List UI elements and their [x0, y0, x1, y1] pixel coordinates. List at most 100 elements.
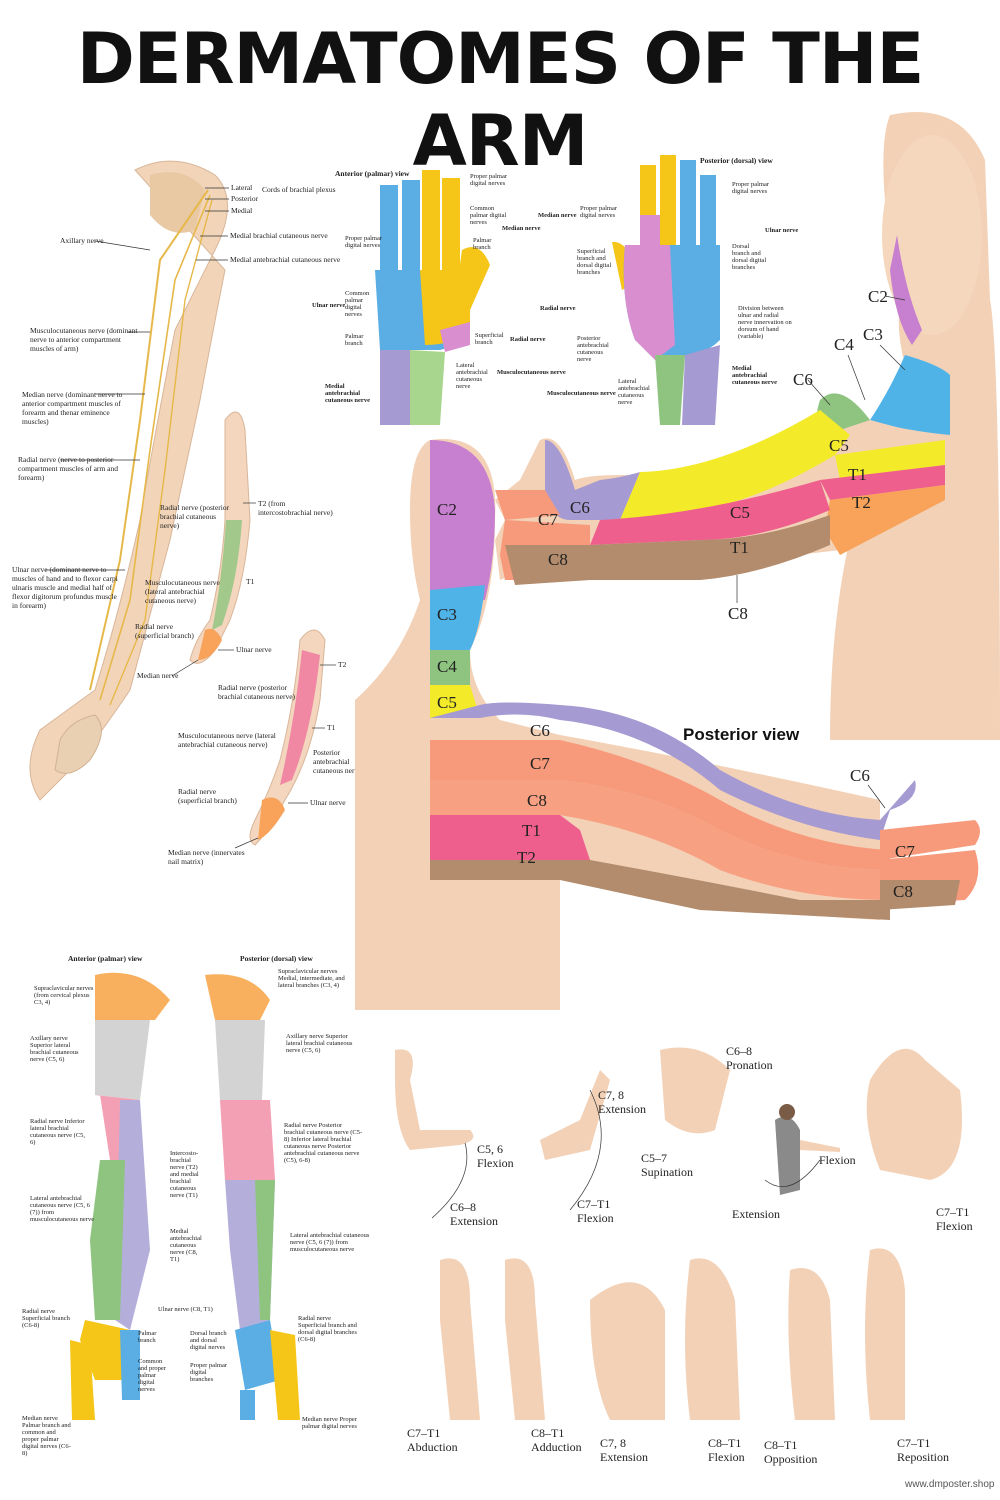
- limb-label-proper-palmar: Proper palmar digital branches: [190, 1362, 228, 1383]
- limb-label-radial-sup: Radial nerve Superficial branch (C6-8): [22, 1308, 70, 1329]
- hlabel-radial-nerve: Radial nerve: [510, 336, 546, 343]
- hplabel-ulnar-proper: Proper palmar digital nerves: [732, 181, 770, 195]
- limb-posterior-title: Posterior (dorsal) view: [240, 954, 313, 963]
- mov-9-segment: C7–T1: [936, 1205, 969, 1219]
- post-seg-c2: C2: [437, 500, 457, 519]
- label-t1: T1: [246, 577, 255, 586]
- mov-4-segment: C7–T1: [577, 1197, 610, 1211]
- label-axillary-nerve: Axillary nerve: [60, 236, 104, 245]
- hplabel-proper-palmar: Proper palmar digital nerves: [580, 205, 618, 219]
- post-seg-c8-hand: C8: [893, 882, 913, 901]
- hplabel-division: Division between ulnar and radial nerve …: [738, 305, 792, 340]
- limb-label-radial-sup-r: Radial nerve Superficial branch and dors…: [298, 1315, 357, 1343]
- hlabel-ulnar-common: Common palmar digital nerves: [345, 290, 370, 318]
- label-posterior-antebrachial: Posterior antebrachial cutaneous nerve: [313, 748, 362, 775]
- mov-3-segment: C7, 8: [598, 1088, 624, 1102]
- label-musculocutaneous-lateral: Musculocutaneous nerve (lateral antebrac…: [145, 578, 220, 605]
- hlabel-musculocutaneous: Musculocutaneous nerve: [497, 369, 566, 376]
- limb-label-lat-ante: Lateral antebrachial cutaneous nerve (C5…: [30, 1195, 95, 1223]
- mov-6-action: Supination: [641, 1165, 693, 1179]
- mov-12-segment: C7, 8: [600, 1436, 626, 1450]
- label-ulnar-nerve-forearm: Ulnar nerve: [236, 645, 272, 654]
- limb-label-lat-ante-r: Lateral antebrachial cutaneous nerve (C5…: [290, 1232, 370, 1253]
- hlabel-palmar-branch: Palmar branch: [473, 237, 492, 251]
- mov-15-action: Reposition: [897, 1450, 949, 1464]
- label-t2-posterior: T2: [338, 660, 347, 669]
- mov-1-segment: C5, 6: [477, 1142, 503, 1156]
- hplabel-dorsal-branch: Dorsal branch and dorsal digital branche…: [732, 243, 767, 271]
- ant-seg-c2: C2: [868, 287, 888, 306]
- ant-seg-c4: C4: [834, 335, 854, 354]
- mov-2-action: Extension: [450, 1214, 498, 1228]
- label-radial-superficial: Radial nerve (superficial branch): [135, 622, 194, 640]
- hplabel-ulnar-nerve: Ulnar nerve: [765, 227, 798, 234]
- hplabel-musculocutaneous: Musculocutaneous nerve: [547, 390, 616, 397]
- mov-14-action: Opposition: [764, 1452, 817, 1466]
- hand-posterior-illustration: [612, 155, 720, 425]
- mov-10-segment: C7–T1: [407, 1426, 440, 1440]
- anterior-body-figure: [495, 112, 1000, 740]
- mov-3-action: Extension: [598, 1102, 646, 1116]
- plexus-arm-illustration: [29, 160, 228, 801]
- hlabel-ulnar-nerve: Ulnar nerve: [312, 302, 345, 309]
- ant-seg-c3: C3: [863, 325, 883, 344]
- hlabel-superficial-branch: Superficial branch: [475, 332, 504, 346]
- limb-label-supraclav-r: Supraclavicular nerves Medial, intermedi…: [278, 968, 345, 989]
- limb-label-medial-ante: Medial antebrachial cutaneous nerve (C8,…: [170, 1228, 202, 1263]
- label-ulnar-nerve: Ulnar nerve (dominant nerve to muscles o…: [12, 565, 118, 610]
- limb-label-intercosto: Intercosto-brachial nerve (T2) and media…: [170, 1150, 199, 1199]
- limb-label-common-proper: Common and proper palmar digital nerves: [138, 1358, 166, 1393]
- hplabel-median-nerve: Median nerve: [538, 212, 577, 219]
- label-posterior-cord: Posterior: [231, 194, 259, 203]
- hplabel-superficial-dorsal: Superficial branch and dorsal digital br…: [577, 248, 612, 276]
- hlabel-median-nerve: Median nerve: [502, 225, 541, 232]
- mov-11-action: Adduction: [531, 1440, 582, 1454]
- hplabel-medial-antebrachial: Medial antebrachial cutaneous nerve: [732, 365, 777, 385]
- label-musculocutaneous-lateral-2: Musculocutaneous nerve (lateral antebrac…: [178, 731, 276, 749]
- label-medial-antebrachial: Medial antebrachial cutaneous nerve: [230, 255, 341, 264]
- label-median-nerve-forearm: Median nerve: [137, 671, 179, 680]
- label-radial-posterior-2: Radial nerve (posterior brachial cutaneo…: [218, 683, 296, 701]
- label-medial-cord: Medial: [231, 206, 252, 215]
- ant-seg-c8-hand: C8: [548, 550, 568, 569]
- mov-12-action: Extension: [600, 1450, 648, 1464]
- label-lateral-cord: Lateral: [231, 183, 252, 192]
- limb-label-radial-post-r: Radial nerve Posterior brachial cutaneou…: [284, 1122, 363, 1164]
- forearm-posterior-illustration: [249, 629, 326, 846]
- mov-15-segment: C7–T1: [897, 1436, 930, 1450]
- hlabel-ulnar-palmar: Palmar branch: [345, 333, 364, 347]
- forearm-anterior-illustration: [189, 411, 251, 664]
- limb-label-axillary: Axillary nerve Superior lateral brachial…: [30, 1035, 79, 1063]
- ant-seg-c6: C6: [793, 370, 813, 389]
- label-t2-intercostobrachial: T2 (from intercostobrachial nerve): [258, 499, 333, 517]
- limb-label-ulnar-title: Ulnar nerve (C8, T1): [158, 1306, 213, 1313]
- hlabel-medial-antebrachial: Medial antebrachial cutaneous nerve: [325, 383, 370, 403]
- label-ulnar-nerve-2: Ulnar nerve: [310, 798, 346, 807]
- mov-13-action: Flexion: [708, 1450, 745, 1464]
- hplabel-lat-antebrachial: Lateral antebrachial cutaneous nerve: [618, 378, 650, 406]
- limb-label-radial-inf: Radial nerve Inferior lateral brachial c…: [30, 1118, 86, 1146]
- limb-label-dorsal-branch: Dorsal branch and dorsal digital nerves: [190, 1330, 227, 1351]
- hlabel-ulnar-proper: Proper palmar digital nerves: [345, 235, 383, 249]
- mov-5-action: Pronation: [726, 1058, 773, 1072]
- post-seg-t2: T2: [517, 848, 536, 867]
- post-seg-c3: C3: [437, 605, 457, 624]
- movement-illustrations: [395, 1047, 962, 1420]
- ant-seg-t2: T2: [852, 493, 871, 512]
- post-seg-c8: C8: [527, 791, 547, 810]
- limb-anterior-figure: [70, 972, 170, 1420]
- hand-anterior-title: Anterior (palmar) view: [335, 169, 410, 178]
- post-seg-t1: T1: [522, 821, 541, 840]
- label-median-nail: Median nerve (innervates nail matrix): [168, 848, 245, 866]
- limb-posterior-figure: [205, 974, 300, 1420]
- mov-10-action: Abduction: [407, 1440, 458, 1454]
- hlabel-lat-antebrachial: Lateral antebrachial cutaneous nerve: [456, 362, 488, 390]
- ant-seg-c6-hand: C6: [570, 498, 590, 517]
- limb-label-supraclav: Supraclavicular nerves (from cervical pl…: [34, 985, 94, 1006]
- limb-label-median-r: Median nerve Proper palmar digital nerve…: [302, 1416, 357, 1430]
- watermark: www.dmposter.shop: [904, 1479, 995, 1490]
- posterior-body-figure: [355, 439, 980, 1010]
- poster-title: DERMATOMES OF THE ARM: [76, 18, 925, 182]
- mov-9-action: Flexion: [936, 1219, 973, 1233]
